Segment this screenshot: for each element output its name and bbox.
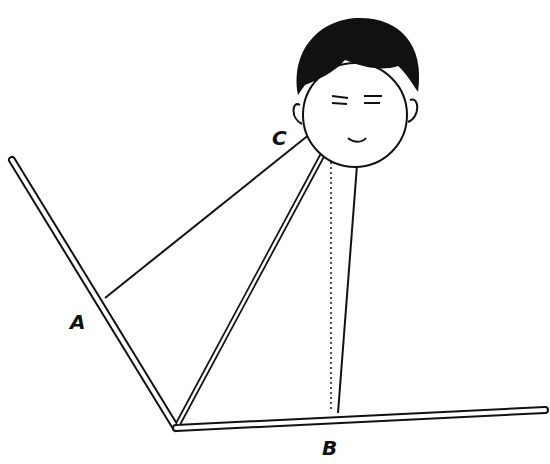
- eye: [364, 102, 380, 104]
- mirror: [12, 160, 176, 428]
- hair: [297, 18, 419, 95]
- mirror-inner: [176, 410, 545, 428]
- mirror: [176, 410, 545, 428]
- ear: [294, 104, 303, 124]
- eye: [332, 96, 348, 98]
- part-label: A: [70, 312, 85, 332]
- part-label: B: [322, 438, 337, 458]
- eye: [332, 103, 347, 104]
- eye: [364, 95, 382, 97]
- part-label: C: [272, 128, 287, 148]
- mouth: [348, 138, 366, 142]
- normal-line: [330, 162, 332, 412]
- ear: [408, 100, 417, 122]
- mirror-inner: [12, 160, 176, 428]
